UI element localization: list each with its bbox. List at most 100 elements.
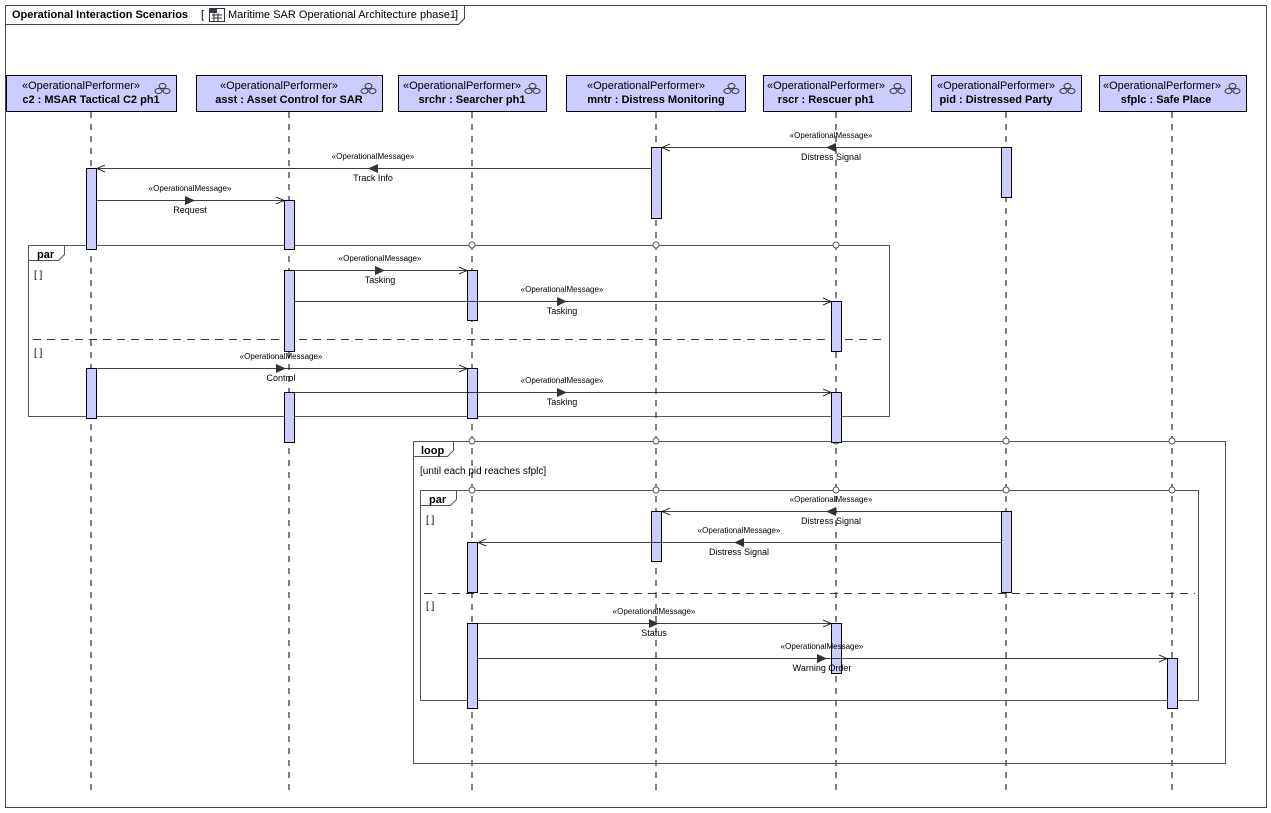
diagram-frame-tab (5, 5, 465, 25)
activation-bar (284, 270, 295, 352)
activation-bar (284, 200, 295, 250)
message-label: Distress Signal (709, 547, 769, 557)
fragment-loop[interactable]: loop [until each pid reaches sfplc] (413, 441, 1226, 764)
fragment-guard: [ ] (34, 348, 43, 359)
message-label: Status (641, 628, 667, 638)
coverage-point (468, 486, 476, 494)
message-label: Control (266, 373, 295, 383)
activation-bar (467, 542, 478, 593)
message-track-info[interactable]: «OperationalMessage» Track Info (96, 152, 651, 183)
message-tasking[interactable]: «OperationalMessage» Tasking (295, 376, 832, 407)
fragment-guard: [ ] (34, 270, 43, 281)
message-label: Distress Signal (801, 516, 861, 526)
performer-icon (360, 83, 377, 94)
message-label: Tasking (365, 275, 396, 285)
performer-stereotype: «OperationalPerformer» (403, 80, 521, 92)
activation-bar (467, 623, 478, 709)
fragment-operator: loop (421, 445, 444, 457)
performer-stereotype: «OperationalPerformer» (22, 80, 140, 92)
coverage-point (832, 486, 840, 494)
fragment-operator: par (429, 494, 447, 506)
performer-srchr[interactable]: «OperationalPerformer» srchr : Searcher … (398, 75, 547, 112)
performer-pid[interactable]: «OperationalPerformer» pid : Distressed … (931, 75, 1082, 112)
message-stereotype: «OperationalMessage» (613, 607, 696, 616)
message-stereotype: «OperationalMessage» (781, 642, 864, 651)
activation-bar (651, 511, 662, 562)
coverage-point (1002, 486, 1010, 494)
performer-icon (1059, 83, 1076, 94)
coverage-point (1002, 437, 1010, 445)
message-distress-signal[interactable]: «OperationalMessage» Distress Signal (661, 495, 1001, 526)
performer-icon (723, 83, 740, 94)
performer-icon (889, 83, 906, 94)
activation-bar (1001, 511, 1012, 593)
coverage-point (652, 437, 660, 445)
fragment-guard: [ ] (426, 601, 435, 612)
performer-sfplc[interactable]: «OperationalPerformer» sfplc : Safe Plac… (1099, 75, 1247, 112)
performer-name: srchr : Searcher ph1 (419, 94, 526, 106)
performer-name: mntr : Distress Monitoring (587, 94, 725, 106)
activation-bar (1001, 147, 1012, 198)
message-tasking[interactable]: «OperationalMessage» Tasking (295, 285, 832, 316)
coverage-point (652, 241, 660, 249)
message-stereotype: «OperationalMessage» (339, 254, 422, 263)
activation-bar (1167, 658, 1178, 709)
diagram-owner-bracket-open: [ (201, 9, 204, 21)
diagram-frame (5, 5, 1267, 808)
performer-name: c2 : MSAR Tactical C2 ph1 (22, 94, 159, 106)
performer-icon (1224, 83, 1241, 94)
diagram-frame-type: Operational Interaction Scenarios (12, 9, 188, 21)
message-stereotype: «OperationalMessage» (521, 285, 604, 294)
message-stereotype: «OperationalMessage» (790, 131, 873, 140)
message-request[interactable]: «OperationalMessage» Request (97, 184, 285, 215)
activation-bar (831, 301, 842, 352)
message-tasking[interactable]: «OperationalMessage» Tasking (295, 254, 468, 285)
message-warning-order[interactable]: «OperationalMessage» Warning Order (478, 642, 1168, 673)
performer-name: pid : Distressed Party (939, 94, 1053, 106)
message-label: Request (173, 205, 207, 215)
activations (86, 147, 1178, 709)
fragment-operator: par (37, 249, 55, 261)
coverage-point (1168, 437, 1176, 445)
message-stereotype: «OperationalMessage» (521, 376, 604, 385)
coverage-point (1168, 486, 1176, 494)
performer-icon (154, 83, 171, 94)
activation-bar (831, 623, 842, 674)
fragment-par-2[interactable]: par [ ] [ ] (420, 490, 1199, 701)
fragment-guard: [until each pid reaches sfplc] (420, 466, 546, 477)
message-stereotype: «OperationalMessage» (149, 184, 232, 193)
performer-stereotype: «OperationalPerformer» (937, 80, 1055, 92)
message-stereotype: «OperationalMessage» (790, 495, 873, 504)
performer-icon (524, 83, 541, 94)
message-label: Track Info (353, 173, 393, 183)
coverage-point (832, 241, 840, 249)
performer-asst[interactable]: «OperationalPerformer» asst : Asset Cont… (196, 75, 383, 112)
performer-name: rscr : Rescuer ph1 (778, 94, 875, 106)
activation-bar (467, 368, 478, 419)
message-label: Warning Order (793, 663, 852, 673)
message-stereotype: «OperationalMessage» (698, 526, 781, 535)
message-distress-signal[interactable]: «OperationalMessage» Distress Signal (477, 526, 1001, 557)
performer-stereotype: «OperationalPerformer» (1103, 80, 1221, 92)
message-distress-signal[interactable]: «OperationalMessage» Distress Signal (661, 131, 1001, 162)
performer-name: asst : Asset Control for SAR (215, 94, 363, 106)
performer-stereotype: «OperationalPerformer» (220, 80, 338, 92)
message-label: Distress Signal (801, 152, 861, 162)
coverage-point (468, 437, 476, 445)
activation-bar (467, 270, 478, 321)
package-diagram-icon (209, 8, 225, 22)
message-status[interactable]: «OperationalMessage» Status (478, 607, 832, 638)
performer-stereotype: «OperationalPerformer» (767, 80, 885, 92)
message-stereotype: «OperationalMessage» (240, 352, 323, 361)
fragment-par-1[interactable]: par [ ] [ ] (28, 245, 890, 417)
message-label: Tasking (547, 397, 578, 407)
performer-rscr[interactable]: «OperationalPerformer» rscr : Rescuer ph… (763, 75, 912, 112)
message-control[interactable]: «OperationalMessage» Control (97, 352, 468, 383)
activation-bar (831, 392, 842, 443)
message-stereotype: «OperationalMessage» (332, 152, 415, 161)
performer-mntr[interactable]: «OperationalPerformer» mntr : Distress M… (566, 75, 746, 112)
activation-bar (651, 147, 662, 219)
activation-bar (86, 368, 97, 419)
coverage-points (87, 241, 1176, 494)
performer-c2[interactable]: «OperationalPerformer» c2 : MSAR Tactica… (6, 75, 177, 112)
